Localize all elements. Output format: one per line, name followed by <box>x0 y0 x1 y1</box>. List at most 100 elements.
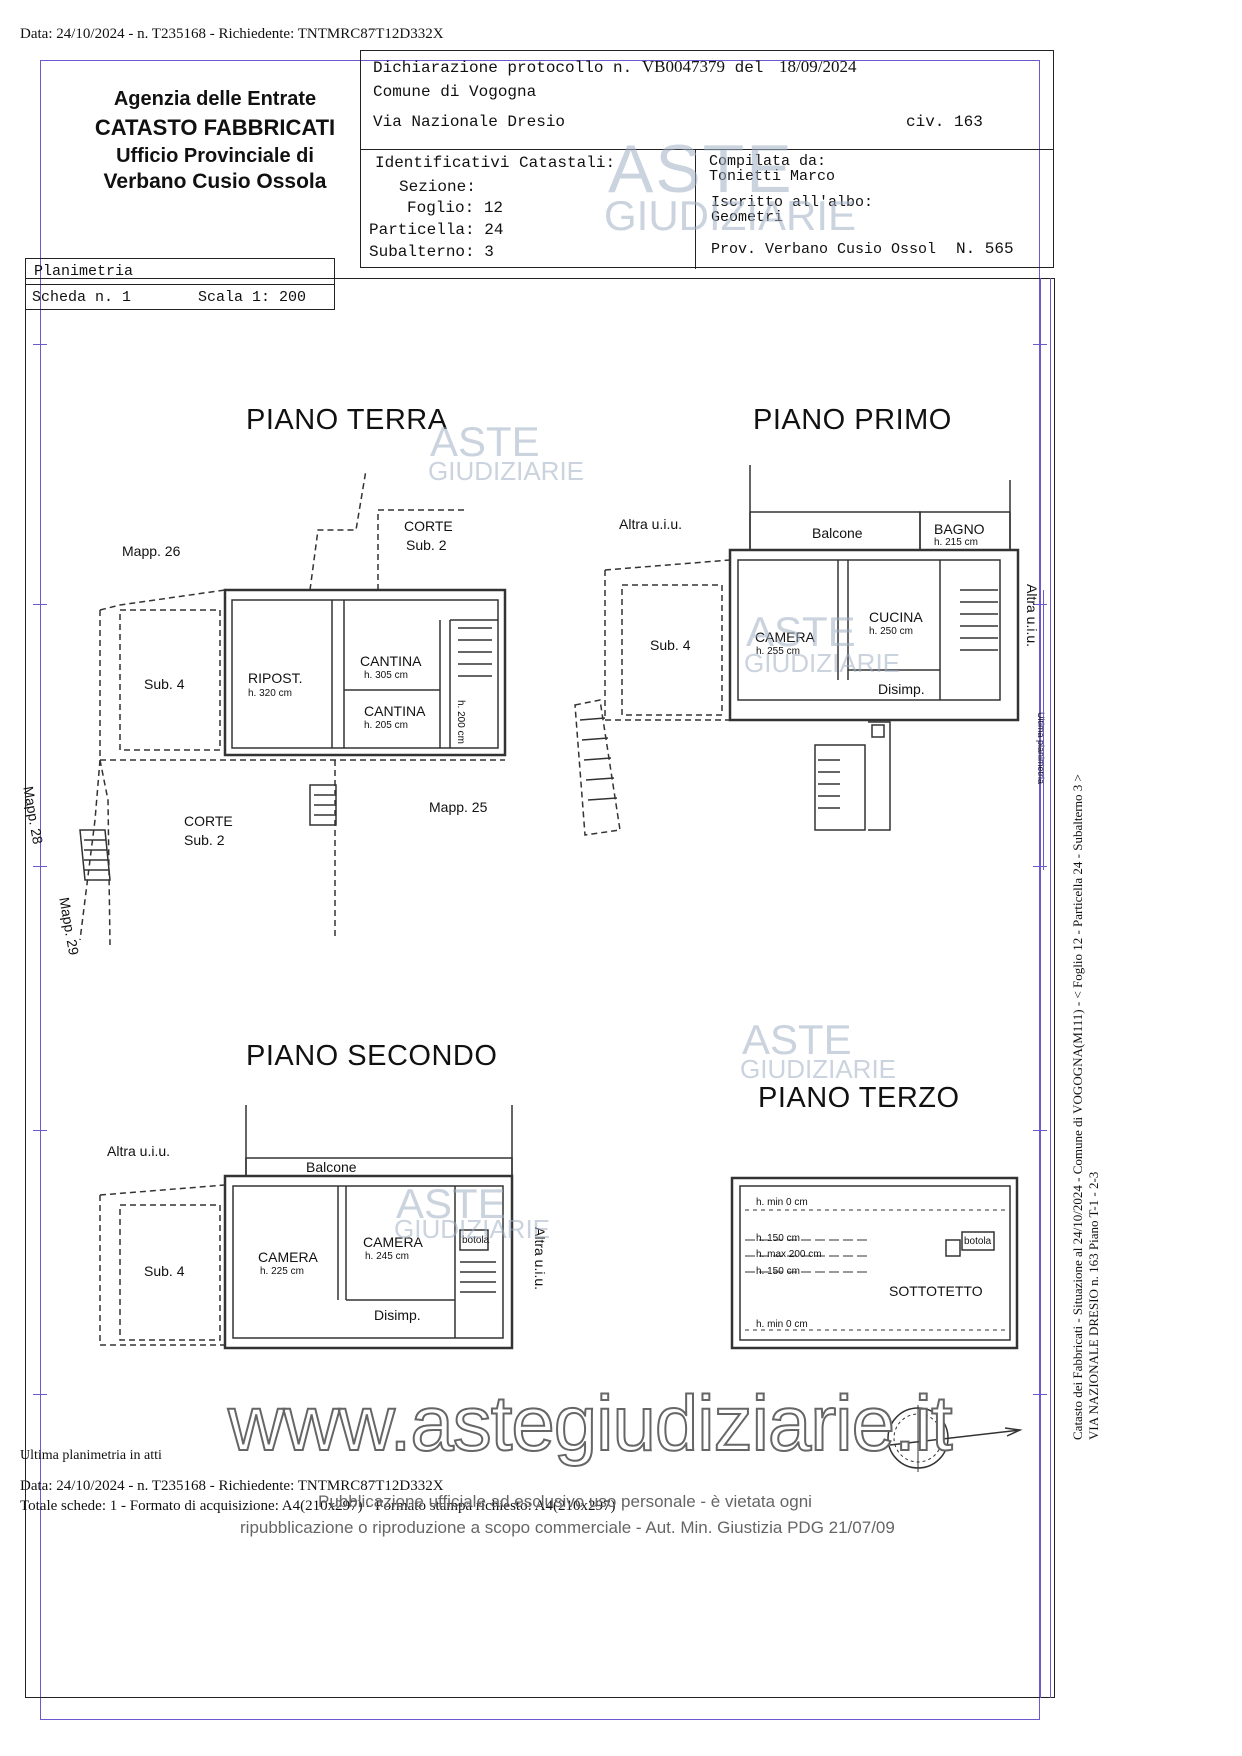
label-cucina-h: h. 250 cm <box>869 626 913 637</box>
label-sottotetto: SOTTOTETTO <box>889 1283 983 1299</box>
label-botola-second: botola <box>462 1235 490 1246</box>
label-camera-second-2-h: h. 245 cm <box>365 1251 409 1262</box>
scale-label: Scala 1: 200 <box>198 289 307 306</box>
label-sub4-second: Sub. 4 <box>144 1263 185 1279</box>
label-corte-bottom-sub: Sub. 2 <box>184 832 225 848</box>
protocol-number: VB0047379 <box>641 57 725 76</box>
label-corte-bottom: CORTE <box>184 813 233 829</box>
office-province: Verbano Cusio Ossola <box>103 170 327 193</box>
drawing-frame <box>25 278 1055 1698</box>
province-number: N. 565 <box>956 240 1014 258</box>
province: Prov. Verbano Cusio Ossol <box>711 241 937 258</box>
watermark-brand-third: ASTE <box>742 1016 852 1063</box>
label-disimp-second: Disimp. <box>374 1307 421 1323</box>
watermark-brand-ground: ASTE <box>430 418 540 465</box>
footer-disclaimer-1: Pubblicazione ufficiale ad esclusivo uso… <box>318 1492 812 1511</box>
label-camera-first: CAMERA <box>755 629 815 645</box>
footer-totale: Totale schede: 1 - Formato di acquisizio… <box>20 1498 616 1514</box>
subalterno: Subalterno: 3 <box>369 243 494 261</box>
watermark-brand-second-2: GIUDIZIARIE <box>394 1214 551 1244</box>
label-bagno-h: h. 215 cm <box>934 537 978 548</box>
label-h150-b: h. 150 cm <box>756 1266 800 1277</box>
label-altra-first: Altra u.i.u. <box>619 516 683 532</box>
side-small-label: Ultima planimetria <box>1036 712 1046 785</box>
side-text-address: VIA NAZIONALE DRESIO n. 163 Piano T-1 - … <box>1086 1171 1101 1440</box>
label-bagno: BAGNO <box>934 521 985 537</box>
watermark-brand-first-2: GIUDIZIARIE <box>744 648 901 678</box>
scheda-label: Scheda n. 1 <box>32 289 132 306</box>
label-corte-top-sub: Sub. 2 <box>406 537 447 553</box>
comune: Comune di Vogogna <box>373 83 537 101</box>
label-sub4-first: Sub. 4 <box>650 637 691 653</box>
watermark-brand-second: ASTE <box>396 1180 506 1227</box>
planimetria-label: Planimetria <box>34 263 134 280</box>
label-balcone-second: Balcone <box>306 1159 357 1175</box>
compiler-name: Tonietti Marco <box>709 168 836 185</box>
label-cucina: CUCINA <box>869 609 923 625</box>
label-corte-top: CORTE <box>404 518 453 534</box>
label-hmin-top: h. min 0 cm <box>756 1197 808 1208</box>
footer-ultima: Ultima planimetria in atti <box>20 1448 162 1463</box>
label-mapp25: Mapp. 25 <box>429 799 488 815</box>
request-info-top: Data: 24/10/2024 - n. T235168 - Richiede… <box>20 26 444 42</box>
floor-title-first: PIANO PRIMO <box>753 404 952 436</box>
watermark-brand-third-2: GIUDIZIARIE <box>740 1054 897 1084</box>
agency-block: Agenzia delle Entrate CATASTO FABBRICATI… <box>70 88 360 194</box>
floor-title-third: PIANO TERZO <box>758 1082 960 1114</box>
label-hmax: h. max 200 cm <box>756 1249 822 1260</box>
label-botola-third: botola <box>964 1236 992 1247</box>
label-camera-second-1: CAMERA <box>258 1249 318 1265</box>
right-margin-line-2 <box>1040 278 1041 1698</box>
outer-frame <box>40 60 1040 1720</box>
label-cantina-2-h: h. 205 cm <box>364 720 408 731</box>
protocol-box: Dichiarazione protocollo n. VB0047379 de… <box>360 50 1054 269</box>
footer-disclaimer-2: ripubblicazione o riproduzione a scopo c… <box>240 1518 895 1537</box>
watermark-brand-ground-2: GIUDIZIARIE <box>428 456 585 486</box>
address: Via Nazionale Dresio <box>373 113 566 131</box>
label-ripost: RIPOST. <box>248 670 303 686</box>
dimension-line <box>1043 590 1044 870</box>
label-hmin-bottom: h. min 0 cm <box>756 1319 808 1330</box>
ident-label: Identificativi Catastali: <box>375 154 616 172</box>
agency-name: Agenzia delle Entrate <box>113 88 317 110</box>
label-cantina-1: CANTINA <box>360 653 422 669</box>
label-sub4-ground: Sub. 4 <box>144 676 185 692</box>
watermark-brand-first: ASTE <box>746 608 856 655</box>
right-margin-line <box>1050 278 1051 1698</box>
label-cantina-2: CANTINA <box>364 703 426 719</box>
sezione: Sezione: <box>399 178 476 196</box>
label-cantina-1-h: h. 305 cm <box>364 670 408 681</box>
label-ripost-h: h. 320 cm <box>248 688 292 699</box>
register-value: Geometri <box>711 209 784 226</box>
protocol-date: 18/09/2024 <box>779 57 857 76</box>
label-balcone-first: Balcone <box>812 525 863 541</box>
civic-number: civ. 163 <box>906 113 983 131</box>
label-h150-a: h. 150 cm <box>756 1233 800 1244</box>
label-mapp26: Mapp. 26 <box>122 543 181 559</box>
register-label: Iscritto all'albo: <box>711 194 874 211</box>
foglio: Foglio: 12 <box>407 199 504 217</box>
watermark-brand-header-2: GIUDIZIARIE <box>604 192 857 239</box>
side-text-catasto: Catasto dei Fabbricati - Situazione al 2… <box>1070 774 1085 1440</box>
north-arrow-icon <box>887 1405 1023 1472</box>
label-camera-second-2: CAMERA <box>363 1234 423 1250</box>
floor-title-second: PIANO SECONDO <box>246 1040 498 1072</box>
footer-data-line: Data: 24/10/2024 - n. T235168 - Richiede… <box>20 1478 444 1494</box>
catasto-title: CATASTO FABBRICATI <box>94 115 336 140</box>
protocol-line: Dichiarazione protocollo n. VB0047379 de… <box>373 57 857 77</box>
compiler-label: Compilata da: <box>709 153 827 170</box>
particella: Particella: 24 <box>369 221 504 239</box>
label-camera-second-1-h: h. 225 cm <box>260 1266 304 1277</box>
planimetria-box: Planimetria Scheda n. 1 Scala 1: 200 <box>25 258 335 310</box>
label-camera-first-h: h. 255 cm <box>756 646 800 657</box>
office-line: Ufficio Provinciale di <box>116 145 314 167</box>
watermark-brand-header: ASTE <box>608 131 794 207</box>
floor-title-ground: PIANO TERRA <box>246 404 448 436</box>
label-disimp-first: Disimp. <box>878 681 925 697</box>
watermark-url: www.astegiudiziarie.it <box>227 1378 954 1468</box>
label-altra-second: Altra u.i.u. <box>107 1143 171 1159</box>
